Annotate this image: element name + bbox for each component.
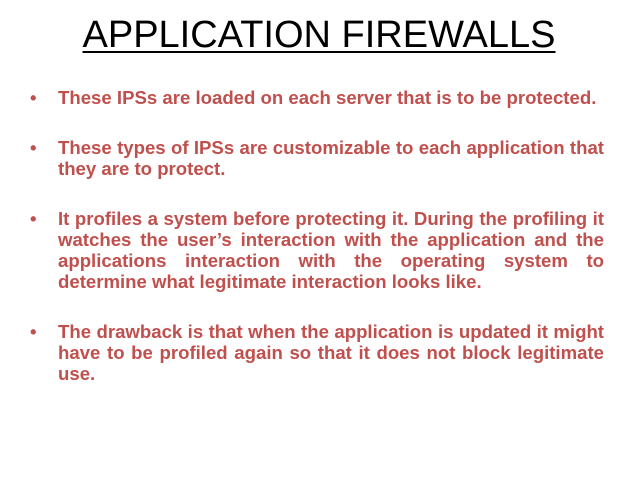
bullet-icon: • [30, 137, 37, 158]
bullet-text-2: These types of IPSs are customizable to … [58, 137, 604, 179]
bullet-text-3: It profiles a system before protecting i… [58, 208, 604, 292]
bullet-item-2: • These types of IPSs are customizable t… [28, 137, 604, 179]
bullet-icon: • [30, 321, 37, 342]
slide-title-container: APPLICATION FIREWALLS [0, 14, 638, 57]
bullet-text-1: These IPSs are loaded on each server tha… [58, 87, 597, 108]
bullet-item-3: • It profiles a system before protecting… [28, 208, 604, 292]
bullet-item-4: • The drawback is that when the applicat… [28, 321, 604, 384]
bullet-icon: • [30, 87, 37, 108]
bullet-item-1: • These IPSs are loaded on each server t… [28, 87, 604, 108]
bullet-text-4: The drawback is that when the applicatio… [58, 321, 604, 384]
bullet-icon: • [30, 208, 37, 229]
bullet-list: • These IPSs are loaded on each server t… [28, 87, 604, 413]
slide-title: APPLICATION FIREWALLS [82, 14, 556, 56]
